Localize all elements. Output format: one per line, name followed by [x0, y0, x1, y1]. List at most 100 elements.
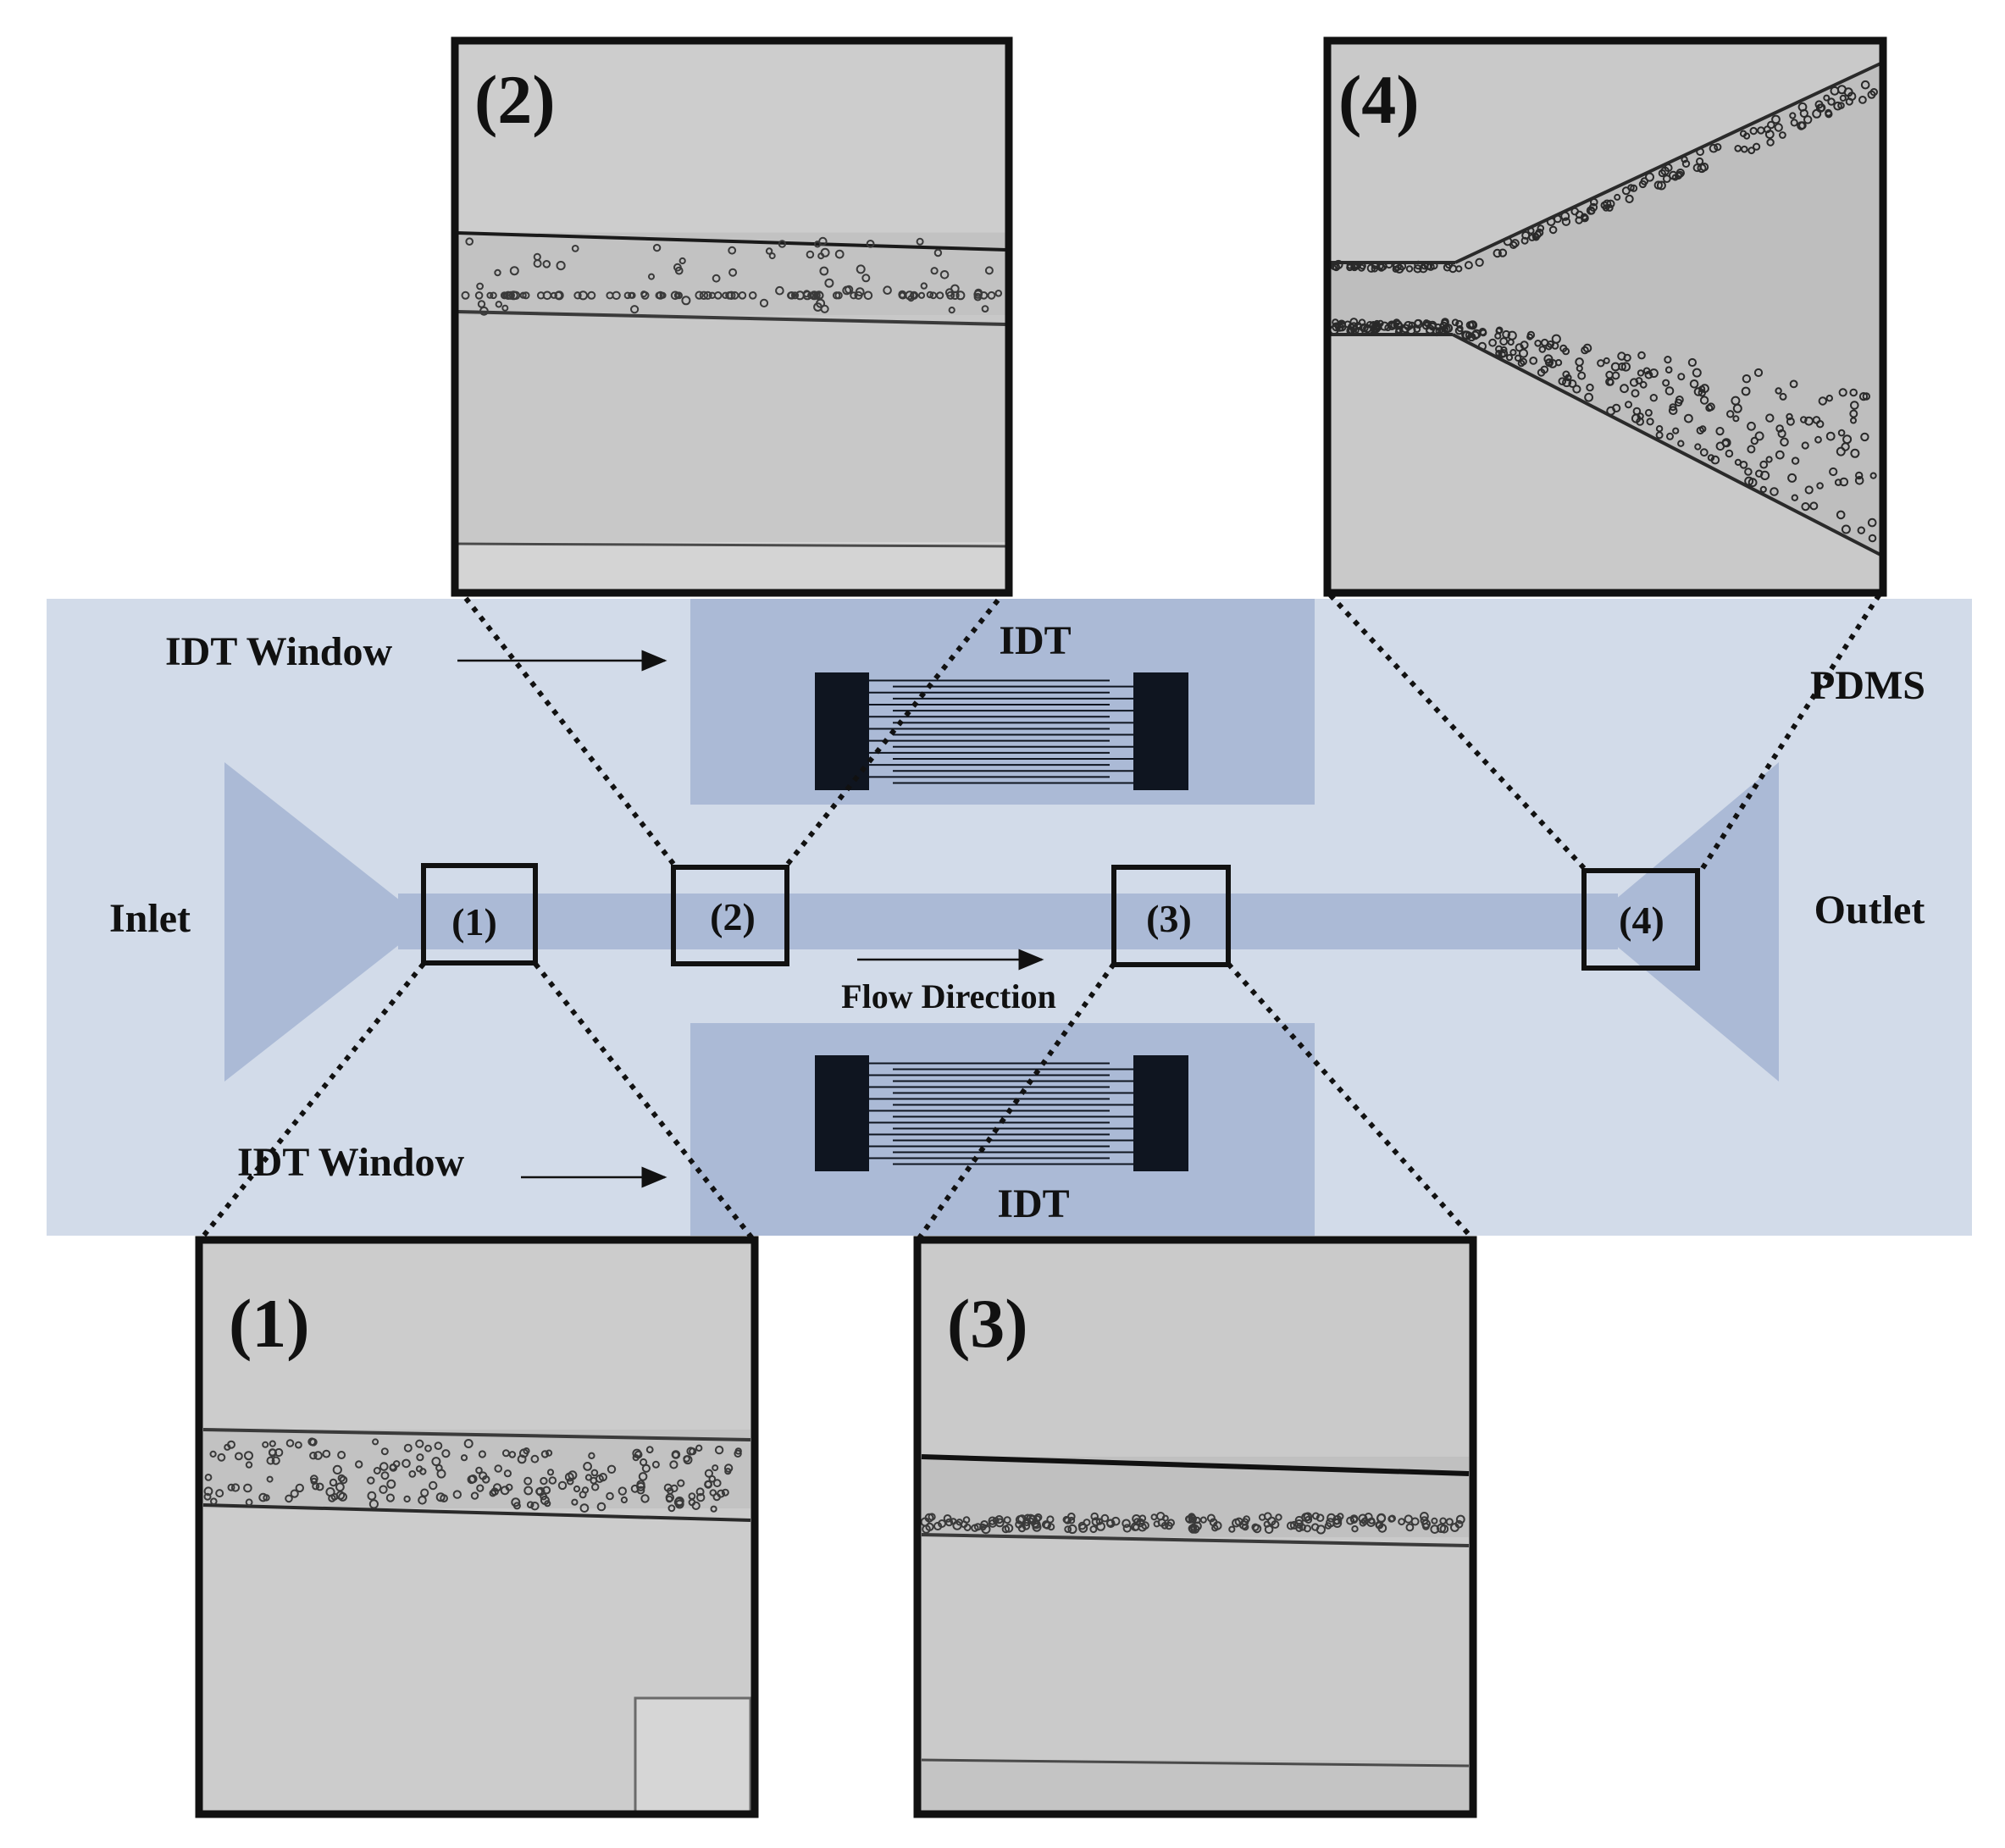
- cell: [708, 1475, 717, 1483]
- cell: [1786, 417, 1795, 426]
- cell: [542, 260, 551, 268]
- cell: [994, 290, 1003, 297]
- cell: [1526, 333, 1534, 340]
- cell: [1505, 354, 1514, 362]
- idt-bottom-electrode: [815, 1055, 1188, 1171]
- cell: [1582, 343, 1592, 353]
- cell: [1646, 418, 1654, 426]
- cell: [787, 291, 796, 300]
- flow-direction-label: Flow Direction: [841, 977, 1056, 1015]
- cell: [1588, 202, 1598, 212]
- cell: [696, 1492, 706, 1502]
- cell: [1413, 264, 1422, 274]
- cell: [372, 1438, 379, 1446]
- cell: [1789, 112, 1797, 119]
- cell: [467, 1475, 476, 1485]
- cell: [632, 1454, 640, 1462]
- cell: [910, 291, 917, 299]
- cell: [1801, 502, 1810, 512]
- cell: [1741, 145, 1748, 153]
- micrograph-3-caption: (3): [947, 1285, 1028, 1362]
- cell: [973, 290, 983, 299]
- cell: [1534, 230, 1542, 239]
- cell: [1625, 194, 1634, 203]
- cell: [1067, 1516, 1076, 1524]
- cell: [1809, 501, 1819, 511]
- cell: [1003, 1516, 1011, 1524]
- cell: [475, 1466, 483, 1475]
- cell: [540, 1496, 550, 1505]
- cell: [1862, 392, 1871, 401]
- cell: [723, 1463, 734, 1473]
- cell: [1696, 426, 1705, 434]
- cell: [1850, 417, 1857, 424]
- cell: [1315, 1513, 1325, 1522]
- cell: [1368, 1517, 1376, 1524]
- cell: [1618, 362, 1626, 371]
- cell: [1849, 388, 1858, 397]
- cell: [1095, 1518, 1104, 1525]
- cell: [522, 291, 530, 300]
- cell: [1443, 263, 1452, 272]
- cell: [1747, 147, 1756, 155]
- cell: [1547, 340, 1554, 348]
- cell: [1477, 341, 1487, 351]
- cell: [1405, 265, 1414, 273]
- cell: [1814, 435, 1822, 444]
- micrograph-1-cells: [203, 1437, 742, 1513]
- cell: [1534, 340, 1542, 347]
- cell: [1364, 324, 1374, 335]
- cell: [775, 285, 784, 296]
- idt-top-label: IDT: [999, 618, 1071, 663]
- cell: [203, 1486, 213, 1497]
- cell: [307, 1437, 317, 1447]
- cell: [1787, 473, 1797, 483]
- cell: [290, 1489, 299, 1498]
- cell: [1537, 224, 1545, 232]
- cell: [1699, 448, 1709, 457]
- cell: [674, 1497, 684, 1507]
- cell: [1041, 1520, 1050, 1530]
- cell: [1529, 357, 1538, 365]
- cell: [1770, 487, 1779, 496]
- cell: [590, 1469, 599, 1477]
- cell: [1698, 385, 1706, 393]
- cell: [1850, 401, 1859, 410]
- cell: [1337, 1513, 1344, 1520]
- cell: [429, 1480, 438, 1491]
- cell: [1625, 401, 1632, 409]
- cell: [1450, 1523, 1459, 1532]
- cell: [1791, 456, 1800, 465]
- pdms-label: PDMS: [1810, 663, 1925, 708]
- micrograph-4-caption: (4): [1338, 61, 1420, 138]
- cell: [209, 1450, 217, 1458]
- cell: [1520, 236, 1529, 245]
- cell: [566, 1477, 574, 1486]
- cell: [944, 1518, 954, 1527]
- cell: [215, 1489, 224, 1498]
- cell: [1498, 248, 1508, 257]
- cell: [778, 240, 787, 248]
- cell: [1672, 427, 1680, 434]
- cell: [1754, 431, 1764, 441]
- cell: [606, 1491, 614, 1501]
- cell: [1575, 357, 1584, 367]
- cell: [230, 1483, 241, 1492]
- cell: [1194, 1516, 1201, 1524]
- cell: [285, 1494, 293, 1503]
- cell: [669, 1460, 678, 1469]
- cell: [1868, 534, 1877, 543]
- cell: [1753, 368, 1764, 378]
- cell: [971, 1524, 979, 1532]
- cell: [1753, 142, 1761, 151]
- cell: [1499, 337, 1509, 346]
- cell: [1464, 261, 1473, 270]
- cell: [1346, 1516, 1355, 1525]
- region-box-1-label: (1): [451, 900, 497, 943]
- region-box-1: (1): [421, 863, 538, 965]
- cell: [699, 290, 709, 300]
- cell: [338, 1492, 348, 1502]
- cell: [1847, 91, 1857, 101]
- cell: [863, 290, 873, 301]
- cell: [1631, 389, 1640, 398]
